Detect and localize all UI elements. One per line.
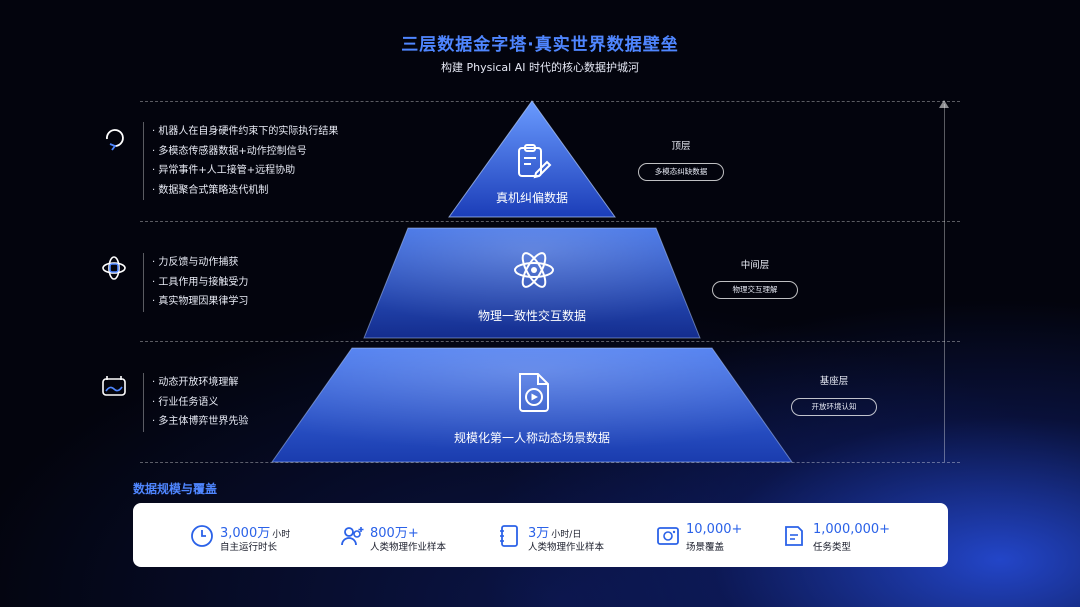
list-item: 真实物理因果律学习	[152, 292, 248, 312]
list-item: 动态开放环境理解	[152, 373, 248, 393]
atom-icon	[514, 252, 554, 288]
list-item: 异常事件+人工接管+远程协助	[152, 161, 338, 181]
stat-unit: 小时	[272, 530, 291, 540]
stat-label: 场景覆盖	[686, 542, 725, 553]
list-item: 机器人在自身硬件约束下的实际执行结果	[152, 122, 338, 142]
tier-label-middle: 中间层	[740, 260, 770, 271]
divider-1	[140, 221, 960, 222]
layer-name-bottom: 规模化第一人称动态场景数据	[453, 431, 610, 445]
divider-2	[140, 341, 960, 342]
list-item: 多主体博弈世界先验	[152, 412, 248, 432]
stats-section-title: 数据规模与覆盖	[133, 482, 218, 496]
stat-value: 3万	[528, 526, 550, 541]
stat-label: 人类物理作业样本	[528, 542, 605, 553]
bullet-list-middle: 力反馈与动作捕获 工具作用与接触受力 真实物理因果律学习	[143, 253, 248, 312]
stat-value: 1,000,000+	[813, 522, 891, 537]
bullet-list-top: 机器人在自身硬件约束下的实际执行结果 多模态传感器数据+动作控制信号 异常事件+…	[143, 122, 338, 200]
tier-pill-middle: 物理交互理解	[712, 281, 798, 299]
stat-scenes: 10,000+ 场景覆盖	[656, 519, 776, 553]
video-file-icon	[519, 373, 549, 412]
layer-name-top: 真机纠偏数据	[495, 191, 568, 205]
tier-label-bottom: 基座层	[819, 376, 849, 387]
page-title: 三层数据金字塔·真实世界数据壁垒	[401, 35, 679, 55]
layer-name-middle: 物理一致性交互数据	[477, 309, 586, 323]
hand-orbit-icon	[102, 256, 126, 280]
bullet-list-bottom: 动态开放环境理解 行业任务语义 多主体博弈世界先验	[143, 373, 248, 432]
document-task-icon	[785, 526, 803, 546]
stat-unit: 小时/日	[551, 530, 582, 540]
stat-value: 800万+	[370, 526, 419, 541]
clock-icon	[191, 525, 213, 547]
stat-daily-hours: 3万小时/日 人类物理作业样本	[498, 519, 638, 553]
list-item: 行业任务语义	[152, 393, 248, 413]
stats-card: 3,000万小时 自主运行时长 800万+ 人类物理作业样本 3万小时/日 人类…	[133, 503, 948, 567]
clipboard-edit-icon	[518, 144, 552, 179]
stat-value: 3,000万	[220, 526, 271, 541]
tier-pill-top: 多模态纠缺数据	[638, 163, 724, 181]
list-item: 力反馈与动作捕获	[152, 253, 248, 273]
stat-label: 自主运行时长	[220, 542, 278, 553]
vertical-axis-line	[944, 104, 945, 462]
users-add-icon	[341, 527, 364, 546]
page-subtitle: 构建 Physical AI 时代的核心数据护城河	[440, 61, 639, 74]
stat-human-samples: 800万+ 人类物理作业样本	[340, 519, 480, 553]
refresh-loop-icon	[106, 129, 124, 151]
arrow-up-icon	[939, 100, 949, 108]
stat-label: 人类物理作业样本	[370, 542, 447, 553]
notebook-icon	[500, 525, 518, 547]
image-scene-icon	[657, 527, 679, 545]
list-item: 工具作用与接触受力	[152, 273, 248, 293]
list-item: 多模态传感器数据+动作控制信号	[152, 142, 338, 162]
tier-pill-bottom: 开放环境认知	[791, 398, 877, 416]
stat-task-types: 1,000,000+ 任务类型	[783, 519, 933, 553]
list-item: 数据聚合式策略迭代机制	[152, 181, 338, 201]
stat-value: 10,000+	[686, 522, 743, 537]
stat-runtime: 3,000万小时 自主运行时长	[190, 519, 320, 553]
stat-label: 任务类型	[813, 542, 852, 553]
tier-label-top: 顶层	[671, 141, 691, 152]
camera-view-icon	[102, 376, 126, 396]
divider-top	[140, 101, 960, 102]
